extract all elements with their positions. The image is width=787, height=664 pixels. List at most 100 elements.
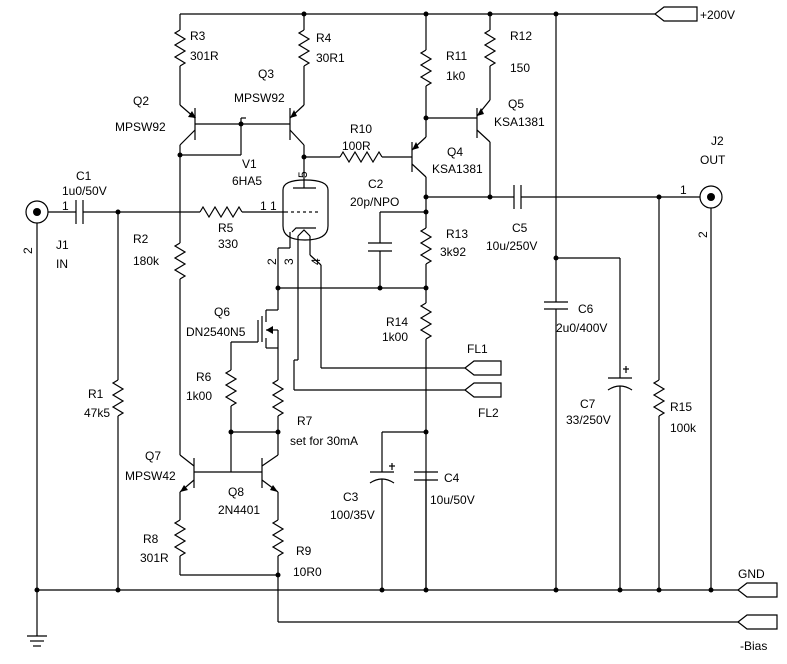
v1-ref: V1 <box>242 157 257 171</box>
v1-pin2: 2 <box>265 258 279 265</box>
v1-value: 6HA5 <box>232 174 262 188</box>
supply-rail <box>180 6 698 22</box>
v1-pin1: 1 <box>270 199 277 213</box>
r5-pin1: 1 <box>260 199 267 213</box>
resistor-r13 <box>419 197 433 303</box>
r13-value: 3k92 <box>440 245 466 259</box>
c2-ref: C2 <box>368 177 384 191</box>
r10-value: 100R <box>342 139 371 153</box>
c3-value: 100/35V <box>330 508 375 522</box>
c1-ref: C1 <box>76 169 92 183</box>
r9-value: 10R0 <box>293 565 322 579</box>
fl1-label: FL1 <box>467 342 488 356</box>
r12-ref: R12 <box>510 29 532 43</box>
ground-symbol <box>27 590 47 647</box>
resistor-r7 <box>231 379 285 455</box>
r12-value: 150 <box>510 61 530 75</box>
j1-ref: J1 <box>56 238 69 252</box>
r4-ref: R4 <box>316 31 332 45</box>
r15-ref: R15 <box>670 400 692 414</box>
connector-j1 <box>25 200 49 590</box>
bias-label: -Bias <box>740 639 767 653</box>
c1-value: 1u0/50V <box>62 184 107 198</box>
v1-pin4: 4 <box>309 258 323 265</box>
resistor-r2 <box>173 155 187 455</box>
j1-in: IN <box>56 257 68 271</box>
resistor-r6 <box>224 369 238 472</box>
r8-value: 301R <box>140 551 169 565</box>
j1-pin2: 2 <box>21 247 35 254</box>
j2-out: OUT <box>700 153 726 167</box>
r3-value: 301R <box>190 49 219 63</box>
r13-ref: R13 <box>446 227 468 241</box>
r7-value: set for 30mA <box>290 434 358 448</box>
r15-value: 100k <box>670 421 697 435</box>
c6-ref: C6 <box>578 302 594 316</box>
r1-ref: R1 <box>88 387 104 401</box>
resistor-r4 <box>297 14 311 105</box>
v1-pin3: 3 <box>282 258 296 265</box>
gnd-rail <box>34 480 778 598</box>
q3-ref: Q3 <box>258 67 274 81</box>
resistor-r15 <box>652 197 666 590</box>
resistor-r1 <box>111 212 125 590</box>
r3-ref: R3 <box>190 29 206 43</box>
r5-ref: R5 <box>218 221 234 235</box>
r6-ref: R6 <box>196 370 212 384</box>
capacitor-c1 <box>48 200 200 224</box>
q6-value: DN2540N5 <box>186 325 246 339</box>
q8-value: 2N4401 <box>218 503 260 517</box>
capacitor-c2 <box>368 209 429 288</box>
q7-ref: Q7 <box>145 449 161 463</box>
r1-value: 47k5 <box>84 406 110 420</box>
transistor-q8 <box>261 454 279 520</box>
c3-ref: C3 <box>343 490 359 504</box>
r2-value: 180k <box>133 254 160 268</box>
r8-ref: R8 <box>143 532 159 546</box>
r14-ref: R14 <box>386 315 408 329</box>
q2-value: MPSW92 <box>115 120 166 134</box>
r7-ref: R7 <box>297 414 313 428</box>
mirror-wiring <box>177 117 307 160</box>
resistor-r10 <box>304 150 412 164</box>
q6-ref: Q6 <box>214 305 230 319</box>
capacitor-c3 <box>369 431 426 590</box>
c4-value: 10u/50V <box>430 493 475 507</box>
j2-pin2: 2 <box>696 231 710 238</box>
c7-ref: C7 <box>580 397 596 411</box>
transistor-q3 <box>289 104 305 146</box>
transistor-q7 <box>179 454 262 520</box>
q4-ref: Q4 <box>447 145 463 159</box>
resistor-r5 <box>199 205 280 219</box>
r11-value: 1k0 <box>446 69 466 83</box>
q5-ref: Q5 <box>508 97 524 111</box>
resistor-r11 <box>419 14 433 121</box>
connector-j2 <box>699 185 723 590</box>
capacitor-c7 <box>556 257 633 590</box>
j1-pin1: 1 <box>62 199 69 213</box>
transistor-q5 <box>426 99 493 200</box>
j2-ref: J2 <box>711 134 724 148</box>
mosfet-q6 <box>230 309 279 380</box>
c2-value: 20p/NPO <box>350 195 399 209</box>
supply-label: +200V <box>700 8 735 22</box>
v1-pin5: 5 <box>296 171 310 178</box>
c5-ref: C5 <box>512 221 528 235</box>
c4-ref: C4 <box>444 471 460 485</box>
bias-rail <box>278 614 778 630</box>
q7-value: MPSW42 <box>125 469 176 483</box>
r2-ref: R2 <box>133 232 149 246</box>
gnd-label: GND <box>738 567 765 581</box>
r11-ref: R11 <box>446 49 467 63</box>
q3-value: MPSW92 <box>234 91 285 105</box>
c5-value: 10u/250V <box>486 239 537 253</box>
transistor-q2 <box>179 104 196 146</box>
q8-ref: Q8 <box>228 485 244 499</box>
c7-value: 33/250V <box>566 413 611 427</box>
r6-value: 1k00 <box>186 389 212 403</box>
output-node <box>426 185 700 209</box>
j2-pin1: 1 <box>680 183 687 197</box>
q2-ref: Q2 <box>133 94 149 108</box>
r4-value: 30R1 <box>316 51 345 65</box>
